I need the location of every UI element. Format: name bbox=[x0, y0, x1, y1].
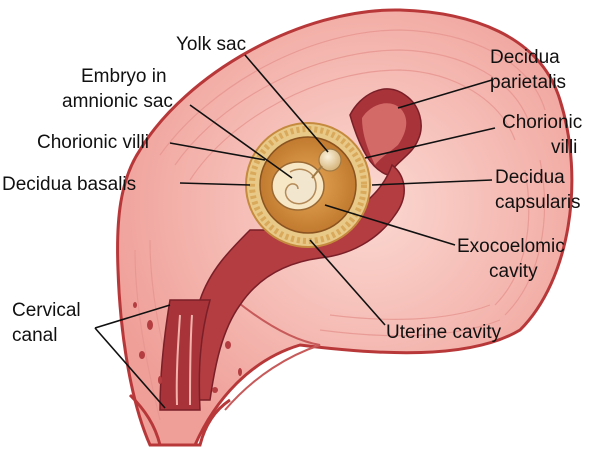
cervical-canal bbox=[128, 299, 231, 447]
leader-exocoelomic bbox=[324, 204, 456, 246]
leader-decidua-capsularis bbox=[371, 179, 493, 186]
labels: Yolk sac Embryo in amnionic sac Chorioni… bbox=[2, 34, 582, 346]
label-chorionic-villi-left: Chorionic villi bbox=[37, 132, 149, 153]
label-yolk-sac: Yolk sac bbox=[176, 34, 246, 55]
leader-chorionic-villi-right bbox=[364, 127, 496, 159]
gestational-sac bbox=[245, 122, 371, 248]
label-uterine-cavity: Uterine cavity bbox=[386, 322, 502, 343]
label-embryo-line2: amnionic sac bbox=[62, 91, 173, 112]
leader-decidua-parietalis bbox=[397, 79, 493, 109]
label-chorionic-villi-right-line2: villi bbox=[551, 137, 577, 158]
label-cervical-canal-line2: canal bbox=[12, 325, 57, 346]
label-cervical-canal-line1: Cervical bbox=[12, 300, 81, 321]
myometrium-lines bbox=[134, 29, 546, 421]
label-decidua-capsularis-line1: Decidua bbox=[495, 167, 565, 188]
label-decidua-parietalis-line1: Decidua bbox=[490, 47, 560, 68]
leader-decidua-basalis bbox=[179, 182, 251, 186]
label-decidua-parietalis-line2: parietalis bbox=[490, 72, 566, 93]
leader-lines bbox=[94, 54, 496, 409]
decidua-parietalis-inner bbox=[362, 103, 407, 165]
leader-cervical-canal-b bbox=[94, 327, 166, 409]
uterine-glands bbox=[133, 302, 242, 393]
label-exocoelomic-line1: Exocoelomic bbox=[457, 236, 565, 257]
leader-yolk-sac bbox=[244, 54, 329, 153]
label-chorionic-villi-right-line1: Chorionic bbox=[502, 112, 582, 133]
leader-uterine-cavity bbox=[309, 239, 386, 326]
label-decidua-basalis: Decidua basalis bbox=[2, 174, 136, 195]
yolk-sac bbox=[318, 148, 342, 172]
cervical-fold bbox=[224, 299, 321, 411]
label-exocoelomic-line2: cavity bbox=[489, 261, 538, 282]
leader-embryo bbox=[189, 104, 293, 179]
label-embryo-line1: Embryo in bbox=[81, 66, 167, 87]
label-decidua-capsularis-line2: capsularis bbox=[495, 192, 581, 213]
leader-chorionic-villi-left bbox=[169, 142, 266, 161]
leader-cervical-canal-a bbox=[94, 304, 171, 329]
